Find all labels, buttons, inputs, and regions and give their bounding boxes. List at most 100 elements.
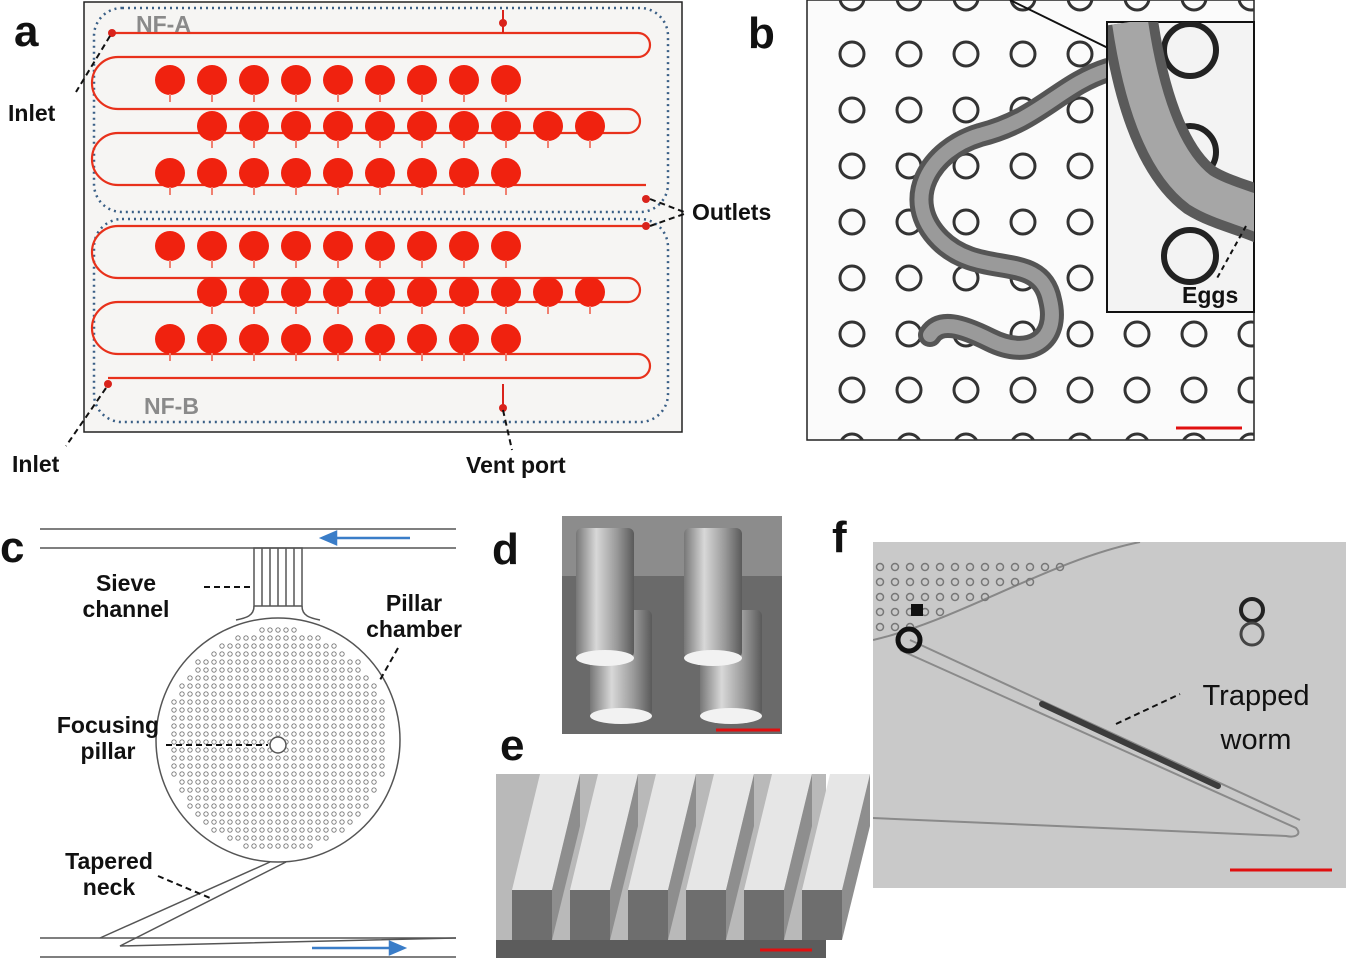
- sieve-channel-line-1: Sieve: [95, 570, 157, 596]
- micro-pillar: [323, 739, 329, 745]
- sieve-wall-top: [628, 774, 696, 890]
- micro-pillar: [283, 683, 289, 689]
- micro-pillar: [203, 771, 209, 777]
- micro-pillar: [355, 723, 361, 729]
- micro-pillar: [251, 755, 257, 761]
- pillar-circle: [952, 0, 980, 12]
- chamber-circle: [239, 65, 269, 95]
- micro-pillar: [355, 739, 361, 745]
- pillar-circle: [1009, 376, 1037, 404]
- micro-pillar: [187, 707, 193, 713]
- micro-pillar: [195, 779, 201, 785]
- micro-pillar: [267, 707, 273, 713]
- micro-pillar: [171, 755, 177, 761]
- micro-pillar: [259, 835, 265, 841]
- pillar-circle: [952, 208, 980, 236]
- pillar-circle: [1066, 96, 1094, 124]
- chamber-circle: [533, 111, 563, 141]
- pillar-circle: [838, 40, 866, 68]
- micro-pillar: [227, 827, 233, 833]
- micro-pillar: [307, 739, 313, 745]
- micro-pillar: [299, 763, 305, 769]
- micro-pillar: [259, 683, 265, 689]
- micro-pillar: [355, 803, 361, 809]
- micro-pillar: [203, 723, 209, 729]
- micro-pillar: [219, 819, 225, 825]
- sieve-wall-face: [686, 890, 726, 940]
- micro-pillar: [347, 739, 353, 745]
- micro-pillar: [291, 827, 297, 833]
- micro-pillar: [187, 715, 193, 721]
- micro-pillar: [307, 787, 313, 793]
- pillar-circle: [1066, 152, 1094, 180]
- micro-pillar: [275, 819, 281, 825]
- micro-pillar: [339, 811, 345, 817]
- micro-pillar: [355, 667, 361, 673]
- micro-pillar: [203, 683, 209, 689]
- micro-pillar: [323, 803, 329, 809]
- pillar-circle: [1066, 376, 1094, 404]
- chamber-circle: [239, 111, 269, 141]
- micro-pillar: [259, 827, 265, 833]
- micro-pillar: [243, 827, 249, 833]
- micro-pillar: [291, 691, 297, 697]
- micro-pillar: [251, 675, 257, 681]
- micro-pillar: [251, 835, 257, 841]
- micro-pillar: [307, 819, 313, 825]
- micro-pillar: [275, 659, 281, 665]
- micro-pillar: [291, 675, 297, 681]
- micro-pillar: [275, 627, 281, 633]
- micro-pillar: [243, 667, 249, 673]
- micro-pillar: [171, 707, 177, 713]
- micro-pillar: [315, 779, 321, 785]
- pillar-circle: [1238, 432, 1254, 440]
- micro-pillar: [259, 699, 265, 705]
- micro-pillar: [315, 723, 321, 729]
- micro-pillar: [307, 651, 313, 657]
- micro-pillar: [195, 699, 201, 705]
- micro-pillar: [315, 691, 321, 697]
- micro-pillar: [203, 715, 209, 721]
- micro-pillar: [219, 723, 225, 729]
- micro-pillar: [283, 691, 289, 697]
- micro-pillar: [275, 651, 281, 657]
- micro-pillar: [227, 715, 233, 721]
- trapped-worm-line-2: worm: [1220, 724, 1292, 756]
- micro-pillar: [339, 795, 345, 801]
- micro-pillar: [291, 707, 297, 713]
- micro-pillar: [347, 787, 353, 793]
- micro-pillar: [243, 723, 249, 729]
- micro-pillar: [235, 723, 241, 729]
- micro-pillar: [323, 835, 329, 841]
- f-pillar: [890, 577, 900, 587]
- micro-pillar: [235, 771, 241, 777]
- micro-pillar: [315, 763, 321, 769]
- f-pillar: [995, 577, 1005, 587]
- chamber-circle: [155, 231, 185, 261]
- micro-pillar: [291, 643, 297, 649]
- micro-pillar: [179, 715, 185, 721]
- micro-pillar: [339, 667, 345, 673]
- micro-pillar: [275, 635, 281, 641]
- micro-pillar: [211, 667, 217, 673]
- chamber-circle: [323, 158, 353, 188]
- inlet-port-top: [108, 29, 116, 37]
- micro-pillar: [275, 803, 281, 809]
- f-pillar: [965, 592, 975, 602]
- micro-pillar: [243, 715, 249, 721]
- micro-pillar: [347, 747, 353, 753]
- micro-pillar: [179, 787, 185, 793]
- f-pillar: [980, 592, 990, 602]
- micro-pillar: [259, 691, 265, 697]
- micro-pillar: [299, 707, 305, 713]
- micro-pillar: [323, 755, 329, 761]
- pillar-circle: [952, 96, 980, 124]
- trapped-worm-shape: [1039, 701, 1221, 789]
- micro-pillar: [331, 683, 337, 689]
- micro-pillar: [363, 715, 369, 721]
- chamber-circle: [533, 277, 563, 307]
- micro-pillar: [299, 723, 305, 729]
- micro-pillar: [203, 819, 209, 825]
- chamber-circle: [407, 277, 437, 307]
